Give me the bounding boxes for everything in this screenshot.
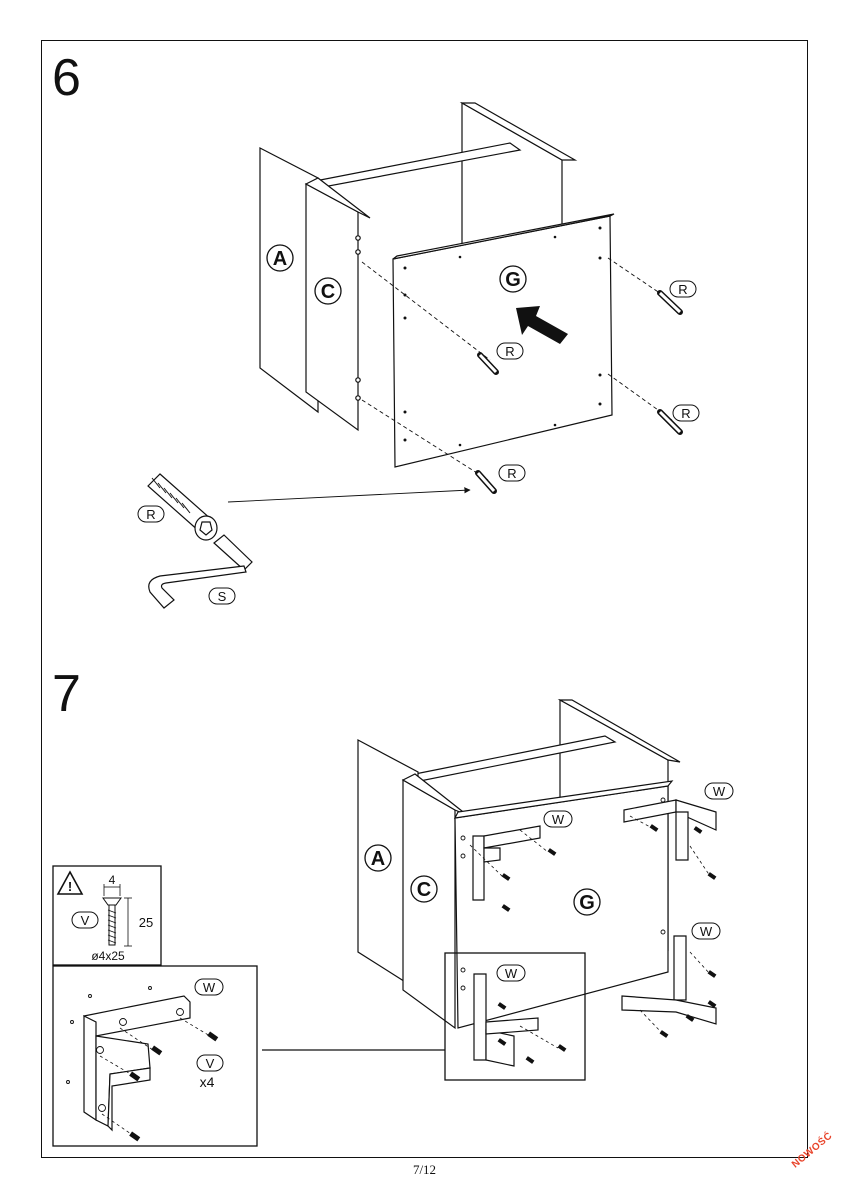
label-R-3: R — [681, 406, 690, 421]
label-G: G — [505, 269, 521, 291]
panel-C — [305, 182, 359, 432]
detail-pointer-line — [227, 487, 471, 503]
label-A: A — [273, 248, 287, 270]
label-R-4: R — [507, 466, 516, 481]
step-7-guides — [469, 815, 711, 1049]
screw-length: 25 — [139, 915, 153, 930]
page-frame — [41, 40, 808, 1158]
label-R-1: R — [505, 344, 514, 359]
panel-A — [259, 147, 319, 414]
label-R-detail: R — [146, 507, 155, 522]
step-6-drawing — [259, 101, 615, 468]
cam-bolt-detail — [147, 473, 218, 541]
label-W-detail: W — [203, 980, 216, 995]
screws-V-7 — [497, 824, 717, 1064]
quantity-label: x4 — [200, 1074, 215, 1090]
panel-C-7-holes — [460, 797, 666, 991]
cam-bolts-R — [475, 290, 683, 494]
warning-triangle-icon — [56, 870, 84, 895]
label-G-7: G — [579, 892, 595, 914]
page-number: 7/12 — [412, 1162, 437, 1177]
bracket-detail-box: W V x4 — [52, 965, 258, 1147]
screw-spec-box: ! 4 25 V ø4x25 — [52, 865, 162, 966]
direction-arrow-icon — [516, 306, 568, 344]
svg-text:!: ! — [68, 879, 72, 894]
panel-G — [392, 215, 613, 468]
panel-G-holes — [403, 226, 602, 447]
screw-head-width: 4 — [109, 873, 116, 887]
step-7-labels: A C G W W W W — [364, 782, 734, 982]
label-C-7: C — [417, 879, 431, 901]
label-S: S — [218, 589, 227, 604]
screw-V-icon — [102, 897, 122, 946]
panel-C-7 — [402, 778, 456, 1030]
step-6-labels: A C G R R R R R S — [137, 244, 700, 605]
label-R-2: R — [678, 282, 687, 297]
label-W-4: W — [505, 966, 518, 981]
label-A-7: A — [371, 848, 385, 870]
label-V-spec: V — [81, 913, 90, 928]
label-V-detail: V — [206, 1056, 215, 1071]
step-7-number: 7 — [52, 665, 81, 723]
detail-highlight-box — [444, 952, 586, 1081]
allen-key-S — [148, 534, 253, 609]
brackets-W — [472, 799, 717, 1067]
label-C: C — [321, 281, 335, 303]
screw-size-label: ø4x25 — [91, 949, 125, 963]
step-6-number: 6 — [52, 49, 81, 107]
label-W-2: W — [713, 784, 726, 799]
label-W-3: W — [700, 924, 713, 939]
label-W-1: W — [552, 812, 565, 827]
